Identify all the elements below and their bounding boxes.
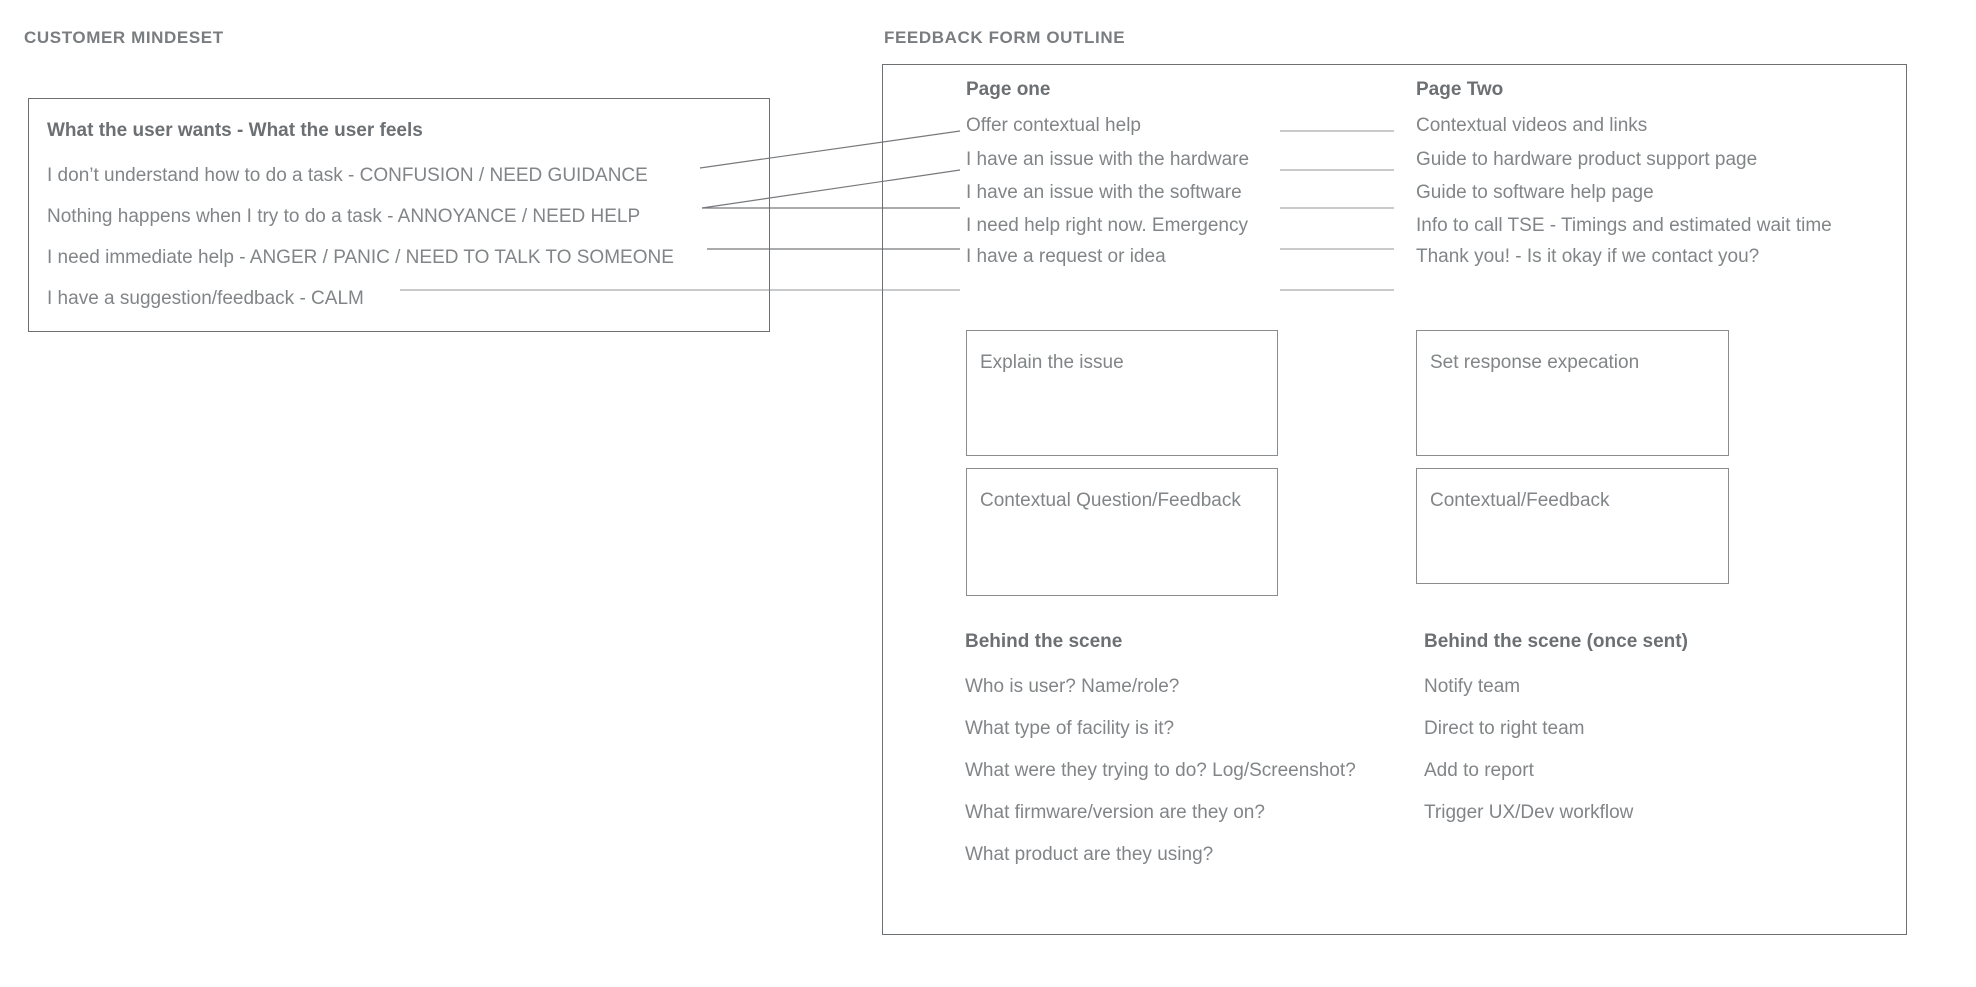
textbox-explain-the-issue[interactable]: Explain the issue [966,330,1278,456]
textbox-set-response-expectation-label: Set response expecation [1430,352,1640,373]
page-two-item-contextual-videos: Contextual videos and links [1416,115,1648,136]
mindset-row-anger: I need immediate help - ANGER / PANIC / … [47,247,674,268]
page-one-item-hardware-issue: I have an issue with the hardware [966,149,1250,170]
behind-the-scene-item-facility-type: What type of facility is it? [965,718,1175,739]
textbox-contextual-feedback[interactable]: Contextual/Feedback [1416,468,1729,584]
mindset-row-calm: I have a suggestion/feedback - CALM [47,288,364,309]
behind-the-scene-item-who-is-user: Who is user? Name/role? [965,676,1180,697]
behind-the-scene-item-firmware-version: What firmware/version are they on? [965,802,1265,823]
behind-the-scene-right-group: Behind the scene (once sent) Notify team… [1424,632,1688,845]
page-one-item-offer-contextual-help: Offer contextual help [966,115,1141,136]
mindset-row-confusion: I don’t understand how to do a task - CO… [47,165,648,186]
textbox-contextual-question-feedback[interactable]: Contextual Question/Feedback [966,468,1278,596]
page-one-heading: Page one [966,79,1051,100]
page-one-item-request-or-idea: I have a request or idea [966,246,1166,267]
page-one-item-emergency: I need help right now. Emergency [966,215,1249,236]
mindset-row-annoyance: Nothing happens when I try to do a task … [47,206,641,227]
behind-the-scene-heading: Behind the scene [965,631,1123,652]
page-title-customer-mindset: CUSTOMER MINDESET [24,28,224,47]
feedback-form-outline-panel: Page one Offer contextual help I have an… [882,64,1907,935]
textbox-set-response-expectation[interactable]: Set response expecation [1416,330,1729,456]
textbox-contextual-feedback-label: Contextual/Feedback [1430,490,1610,511]
page-two-item-thank-you: Thank you! - Is it okay if we contact yo… [1416,246,1760,267]
behind-the-scene-item-notify-team: Notify team [1424,676,1521,697]
page-title-feedback-form-outline: FEEDBACK FORM OUTLINE [884,28,1126,47]
textbox-explain-the-issue-label: Explain the issue [980,352,1124,373]
behind-the-scene-left-group: Behind the scene Who is user? Name/role?… [965,632,1356,887]
behind-the-scene-item-what-trying-to-do: What were they trying to do? Log/Screens… [965,760,1356,781]
behind-the-scene-item-trigger-workflow: Trigger UX/Dev workflow [1424,802,1634,823]
page-two-item-software-guide: Guide to software help page [1416,182,1654,203]
page-two-item-call-tse: Info to call TSE - Timings and estimated… [1416,215,1832,236]
page-two-item-hardware-guide: Guide to hardware product support page [1416,149,1758,170]
page-two-heading: Page Two [1416,79,1504,100]
textbox-contextual-question-feedback-label: Contextual Question/Feedback [980,490,1241,511]
behind-the-scene-once-sent-heading: Behind the scene (once sent) [1424,631,1688,652]
behind-the-scene-item-direct-to-right-team: Direct to right team [1424,718,1585,739]
mindset-heading: What the user wants - What the user feel… [47,120,423,141]
customer-mindset-panel: What the user wants - What the user feel… [28,98,770,332]
behind-the-scene-item-add-to-report: Add to report [1424,760,1534,781]
page-one-item-software-issue: I have an issue with the software [966,182,1242,203]
behind-the-scene-item-what-product: What product are they using? [965,844,1214,865]
